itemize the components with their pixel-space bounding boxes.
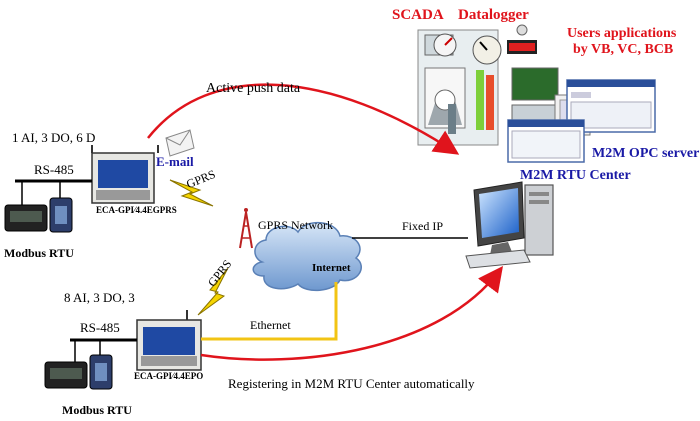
lightning-icon	[197, 267, 229, 316]
computer-icon	[465, 181, 554, 269]
ethernet-line	[201, 282, 338, 341]
modbus-meter-icon	[44, 354, 113, 390]
top-rs485-label: RS-485	[34, 162, 74, 177]
bottom-device-label: ECA-GPI⁄4.4EPO	[134, 371, 204, 381]
top-io-label: 1 AI, 3 DO, 6 D	[12, 130, 96, 145]
ethernet-label: Ethernet	[250, 318, 291, 332]
email-label: E-mail	[156, 154, 194, 169]
scada-screens-icon	[417, 24, 656, 163]
users-app-line1: Users applications	[567, 26, 677, 41]
bottom-io-label: 8 AI, 3 DO, 3	[64, 290, 135, 305]
top-device-label: ECA-GPI⁄4.4EGPRS	[96, 205, 177, 215]
datalogger-label: Datalogger	[458, 7, 529, 23]
modbus-meter-icon	[4, 197, 73, 233]
rs485-bus-top	[15, 179, 92, 205]
modbus-bottom-label: Modbus RTU	[62, 403, 132, 417]
rtu-device-icon	[91, 145, 159, 204]
m2m-rtu-center-label: M2M RTU Center	[520, 168, 631, 183]
registering-label: Registering in M2M RTU Center automatica…	[228, 376, 475, 391]
internet-label: Internet	[312, 262, 351, 274]
gprs-network-label: GPRS Network	[258, 218, 334, 232]
registering-arrow	[200, 266, 504, 361]
users-app-line2: by VB, VC, BCB	[573, 42, 674, 57]
modbus-top-label: Modbus RTU	[4, 246, 74, 260]
rtu-device-icon	[136, 310, 202, 371]
fixed-ip-label: Fixed IP	[402, 219, 444, 233]
active-push-arrow	[147, 83, 460, 155]
bottom-rs485-label: RS-485	[80, 320, 120, 335]
m2m-opc-server-label: M2M OPC server	[592, 146, 700, 161]
antenna-tower-icon	[239, 208, 253, 249]
email-envelope-icon	[165, 129, 195, 157]
active-push-label: Active push data	[206, 81, 301, 96]
lightning-icon	[169, 179, 214, 207]
cloud-icon	[252, 222, 362, 292]
rs485-bus-bottom	[70, 338, 137, 362]
scada-label: SCADA	[392, 7, 444, 23]
